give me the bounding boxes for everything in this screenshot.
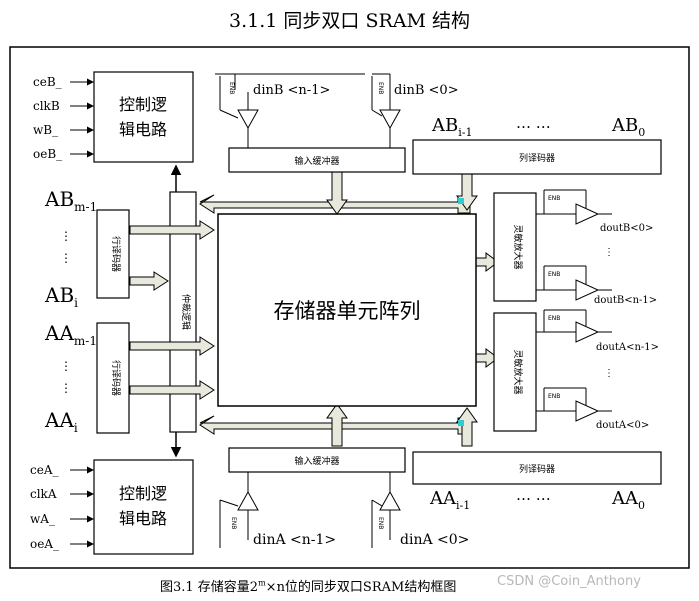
signal-clka: clkA <box>30 487 57 501</box>
watermark: CSDN @Coin_Anthony <box>497 574 641 589</box>
memory-cell-array-label: 存储器单元阵列 <box>274 299 421 323</box>
enb-label-dout-1: ENB <box>548 195 560 202</box>
ab-row-address: ABm-1 ⋮ ⋮ ABi <box>44 187 97 310</box>
control-logic-a-label-1: 控制逻 <box>119 484 167 503</box>
aa-col-dots: … … <box>516 486 551 504</box>
input-buffer-b-label: 输入缓冲器 <box>294 155 339 167</box>
ab-col-address: ABi-1 … … AB0 <box>431 114 645 139</box>
svg-text:AB0: AB0 <box>611 115 645 139</box>
svg-text:⋮: ⋮ <box>60 359 72 373</box>
signal-clkb: clkB <box>33 99 60 113</box>
control-logic-a-label-2: 辑电路 <box>119 509 167 528</box>
din-a-low-label: dinA <0> <box>400 532 469 548</box>
column-decoder-b-label: 列译码器 <box>519 152 555 164</box>
memory-cell-array: 存储器单元阵列 <box>217 213 477 407</box>
control-logic-b: 控制逻 辑电路 <box>93 71 194 163</box>
row-decoder-a: 行译码器 <box>96 322 130 434</box>
input-buffer-a: 输入缓冲器 <box>228 447 406 473</box>
signal-wa: wA_ <box>30 512 55 526</box>
svg-text:AAi: AAi <box>44 408 78 435</box>
enb-label-dout-3: ENB <box>548 315 560 322</box>
control-a-signals: ceA_ clkA wA_ oeA_ <box>30 463 94 551</box>
section-heading: 3.1.1 同步双口 SRAM 结构 <box>229 10 470 32</box>
enb-label-b-din-1: ENB <box>228 82 235 94</box>
output-buffers <box>536 189 612 422</box>
aa-row-address: AAm-1 ⋮ ⋮ AAi <box>44 321 97 435</box>
svg-text:⋮: ⋮ <box>604 368 614 379</box>
din-b-low-label: dinB <0> <box>394 83 459 98</box>
signal-wb: wB_ <box>33 123 58 137</box>
dout-a-high-label: doutA<n-1> <box>596 342 659 353</box>
column-decoder-a-label: 列译码器 <box>519 463 555 475</box>
signal-ceb: ceB_ <box>33 75 62 89</box>
svg-text:⋮: ⋮ <box>60 251 72 265</box>
input-buffer-b: 输入缓冲器 <box>228 147 406 173</box>
enb-label-dout-2: ENB <box>548 271 560 278</box>
enb-label-a-din-1: ENB <box>230 517 237 529</box>
outer-frame <box>9 46 690 569</box>
sense-amplifier-b-label: 灵敏放大器 <box>512 224 524 269</box>
enb-label-b-din-2: ENB <box>377 82 384 94</box>
arbitration-logic-label: 仲裁逻辑 <box>180 294 192 330</box>
svg-text:AAi-1: AAi-1 <box>429 488 470 512</box>
dout-b-low-label: doutB<n-1> <box>594 295 657 306</box>
din-a-high-label: dinA <n-1> <box>253 532 336 548</box>
svg-text:⋮: ⋮ <box>604 247 614 258</box>
row-decoder-b-label: 行译码器 <box>110 236 122 272</box>
din-b-high-label: dinB <n-1> <box>253 83 330 98</box>
input-buffer-a-label: 输入缓冲器 <box>294 455 339 467</box>
column-decoder-b: 列译码器 <box>412 139 662 175</box>
svg-text:AAm-1: AAm-1 <box>44 321 97 348</box>
signal-oea: oeA_ <box>30 537 59 551</box>
row-decoder-a-label: 行译码器 <box>110 360 122 396</box>
row-decoder-b: 行译码器 <box>96 209 130 299</box>
svg-text:AA0: AA0 <box>611 488 645 512</box>
svg-text:⋮: ⋮ <box>60 229 72 243</box>
sense-amplifier-a-label: 灵敏放大器 <box>512 349 524 394</box>
svg-text:ABi: ABi <box>44 283 78 310</box>
control-logic-b-label-2: 辑电路 <box>119 120 167 139</box>
svg-text:ABm-1: ABm-1 <box>44 187 97 214</box>
column-decoder-a: 列译码器 <box>412 451 662 485</box>
dout-b-high-label: doutB<0> <box>600 223 653 234</box>
aa-col-address: AAi-1 … … AA0 <box>429 486 645 512</box>
svg-text:ABi-1: ABi-1 <box>431 115 472 139</box>
din-b-section <box>215 73 401 148</box>
dout-a-low-label: doutA<0> <box>596 420 649 431</box>
control-logic-a: 控制逻 辑电路 <box>93 459 194 555</box>
signal-oeb: oeB_ <box>33 147 62 161</box>
ab-col-dots: … … <box>516 114 551 132</box>
enb-label-a-din-2: ENB <box>377 517 384 529</box>
control-logic-b-label-1: 控制逻 <box>119 95 167 114</box>
din-a-section <box>219 472 401 548</box>
sense-amplifier-a: 灵敏放大器 <box>493 312 537 432</box>
signal-cea: ceA_ <box>30 463 59 477</box>
enb-label-dout-4: ENB <box>548 393 560 400</box>
figure-caption: 图3.1 存储容量2m×n位的同步双口SRAM结构框图 <box>160 578 457 595</box>
sense-amplifier-b: 灵敏放大器 <box>493 192 537 302</box>
svg-text:⋮: ⋮ <box>60 381 72 395</box>
control-b-signals: ceB_ clkB wB_ oeB_ <box>33 75 94 161</box>
